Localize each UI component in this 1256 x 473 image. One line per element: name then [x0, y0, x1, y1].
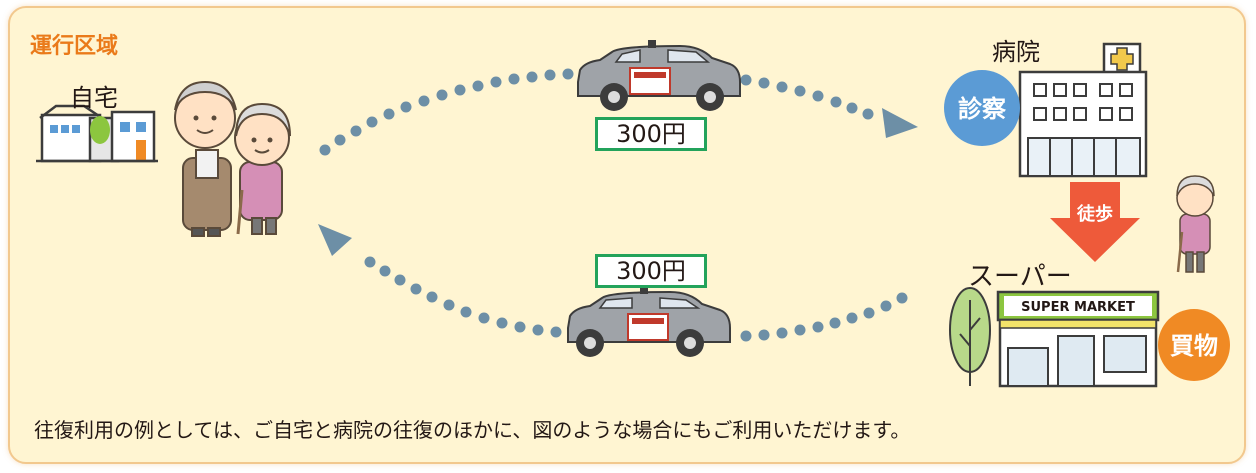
- elderly-woman-icon: [1176, 175, 1215, 273]
- supermarket-label: スーパー: [968, 262, 1072, 292]
- house-icon: [36, 104, 158, 163]
- fare-return: 300円: [595, 254, 707, 288]
- section-title: 運行区域: [30, 34, 119, 59]
- elderly-couple-icon: [174, 80, 291, 237]
- exam-badge-label: 診察: [958, 95, 1007, 123]
- tree-icon: [949, 287, 991, 386]
- route-outbound: [319, 68, 874, 156]
- arrow-left-icon: [318, 224, 352, 256]
- caption: 往復利用の例としては、ご自宅と病院の往復のほかに、図のような場合にもご利用いただ…: [34, 418, 911, 442]
- shopping-badge-label: 買物: [1170, 332, 1218, 360]
- arrow-down-icon: 徒歩: [1050, 182, 1140, 262]
- taxi-icon: [577, 40, 741, 111]
- home-label: 自宅: [70, 84, 118, 112]
- taxi-icon: [567, 286, 731, 357]
- hospital-label: 病院: [992, 38, 1040, 66]
- supermarket-icon: SUPER MARKET: [996, 290, 1160, 388]
- walk-label: 徒歩: [1076, 203, 1113, 225]
- shopping-badge: 買物: [1158, 309, 1230, 381]
- hospital-icon: [1018, 42, 1148, 178]
- fare-outbound: 300円: [595, 117, 707, 151]
- supermarket-sign: SUPER MARKET: [1021, 300, 1135, 315]
- exam-badge: 診察: [944, 70, 1020, 146]
- arrow-right-icon: [882, 108, 918, 138]
- route-return: [364, 256, 908, 342]
